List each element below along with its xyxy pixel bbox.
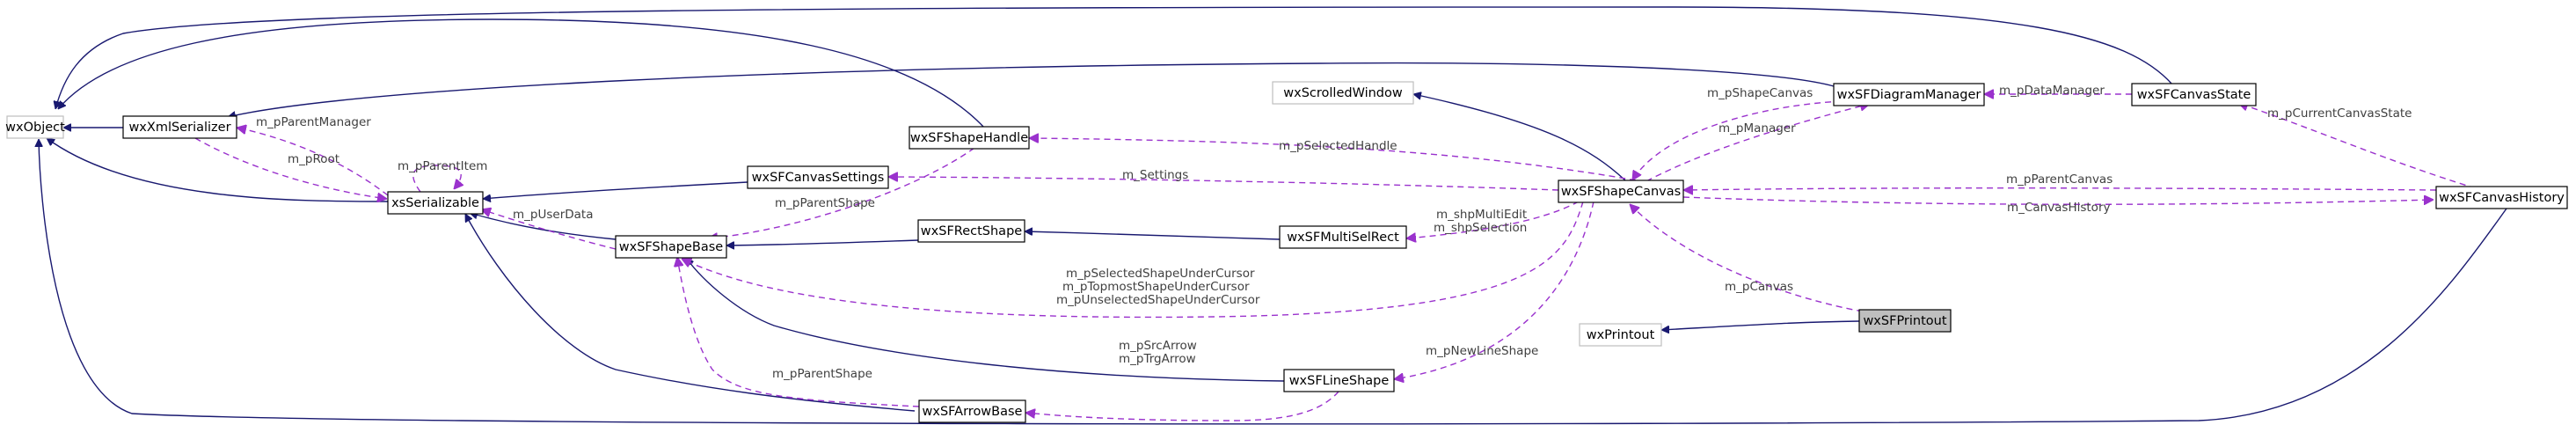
- node-label: wxScrolledWindow: [1283, 86, 1403, 100]
- label-pCanvas: m_pCanvas: [1725, 280, 1793, 294]
- usage-edges: [194, 94, 2477, 421]
- node-xsSerializable[interactable]: xsSerializable: [387, 191, 484, 215]
- edge-pShapeCanvas: [1632, 100, 1843, 180]
- node-label: wxSFCanvasHistory: [2439, 191, 2565, 205]
- label-underCursor1: m_pSelectedShapeUnderCursor: [1066, 267, 1255, 281]
- node-wxSFPrintout[interactable]: wxSFPrintout: [1858, 309, 1952, 333]
- node-label: wxSFCanvasState: [2137, 88, 2251, 102]
- node-label: wxSFArrowBase: [923, 405, 1023, 419]
- label-settings: m_Settings: [1122, 168, 1188, 182]
- node-wxSFShapeBase[interactable]: wxSFShapeBase: [615, 235, 727, 259]
- edge-pParentCanvas: [1683, 188, 2437, 190]
- node-label: wxSFMultiSelRect: [1287, 231, 1399, 245]
- node-wxSFShapeHandle[interactable]: wxSFShapeHandle: [909, 126, 1030, 150]
- label-pCurrentCanvasState: m_pCurrentCanvasState: [2267, 106, 2412, 121]
- node-label: wxSFShapeCanvas: [1561, 185, 1681, 199]
- node-wxSFRectShape[interactable]: wxSFRectShape: [917, 219, 1025, 243]
- node-wxSFLineShape[interactable]: wxSFLineShape: [1283, 369, 1395, 392]
- edge-wxSFMultiSelRect-to-wxSFRectShape: [1025, 231, 1281, 240]
- label-pSelectedHandle: m_pSelectedHandle: [1279, 139, 1397, 153]
- label-underCursor3: m_pUnselectedShapeUnderCursor: [1056, 293, 1260, 307]
- node-wxPrintout[interactable]: wxPrintout: [1579, 323, 1662, 347]
- node-label: wxSFCanvasSettings: [752, 171, 885, 185]
- label-pRoot: m_pRoot: [288, 152, 339, 166]
- edge-pParentItem: [412, 165, 461, 193]
- node-label: wxSFPrintout: [1863, 314, 1946, 328]
- node-wxSFCanvasState[interactable]: wxSFCanvasState: [2131, 83, 2257, 106]
- node-wxSFArrowBase[interactable]: wxSFArrowBase: [918, 399, 1026, 423]
- label-pParentItem: m_pParentItem: [398, 159, 487, 173]
- edge-pSelectedHandle: [1029, 138, 1637, 181]
- edge-wxSFPrintout-to-wxPrintout: [1661, 320, 1860, 330]
- node-label: wxSFShapeBase: [619, 240, 724, 254]
- label-pShapeCanvas: m_pShapeCanvas: [1707, 86, 1813, 100]
- edge-shpMultiEdit: [1406, 201, 1580, 238]
- label-pParentCanvas: m_pParentCanvas: [2006, 172, 2113, 187]
- label-pParentManager: m_pParentManager: [256, 115, 371, 129]
- label-canvasHistory: m_CanvasHistory: [2007, 201, 2110, 215]
- label-pNewLineShape: m_pNewLineShape: [1426, 344, 1538, 358]
- node-label: xsSerializable: [391, 196, 479, 210]
- node-wxXmlSerializer[interactable]: wxXmlSerializer: [122, 115, 237, 139]
- label-shpSelection: m_shpSelection: [1434, 221, 1527, 235]
- label-pDataManager: m_pDataManager: [1999, 84, 2105, 98]
- node-label: wxXmlSerializer: [128, 121, 230, 135]
- edge-wxSFCanvasState-to-wxObject: [55, 6, 2173, 109]
- label-underCursor2: m_pTopmostShapeUnderCursor: [1062, 280, 1250, 294]
- node-wxObject[interactable]: wxObject: [5, 115, 65, 139]
- edge-xsSerializable-to-wxObject: [47, 138, 389, 202]
- edge-wxSFRectShape-to-wxSFShapeBase: [726, 239, 919, 245]
- label-pParentShape-arrow: m_pParentShape: [772, 367, 872, 381]
- node-wxSFDiagramManager[interactable]: wxSFDiagramManager: [1833, 83, 1985, 106]
- edge-settings: [888, 177, 1559, 191]
- label-pManager: m_pManager: [1719, 121, 1796, 136]
- node-wxSFMultiSelRect[interactable]: wxSFMultiSelRect: [1279, 225, 1407, 249]
- edge-wxSFShapeBase-to-xsSerializable: [470, 213, 617, 240]
- nodes: wxObject wxXmlSerializer xsSerializable …: [5, 81, 2568, 423]
- edge-pCanvas: [1630, 204, 1864, 312]
- edge-pCurrentCanvasState: [2238, 103, 2477, 189]
- node-wxScrolledWindow[interactable]: wxScrolledWindow: [1272, 81, 1414, 105]
- edge-pParentShape-arrow: [677, 257, 920, 407]
- edge-pManager: [1646, 104, 1870, 182]
- inheritance-edges: [39, 6, 2507, 425]
- node-wxSFCanvasSettings[interactable]: wxSFCanvasSettings: [747, 165, 889, 189]
- edge-wxSFShapeCanvas-to-wxScrolledWindow: [1413, 94, 1626, 181]
- node-wxSFShapeCanvas[interactable]: wxSFShapeCanvas: [1558, 180, 1684, 203]
- node-label: wxSFLineShape: [1289, 374, 1390, 388]
- edge-canvasHistory: [1682, 197, 2434, 205]
- edge-pParentShape-handle: [708, 147, 975, 238]
- edge-srcTrgArrow: [1025, 391, 1339, 421]
- edge-pParentManager: [237, 128, 389, 196]
- node-label: wxSFDiagramManager: [1837, 88, 1981, 102]
- node-wxSFCanvasHistory[interactable]: wxSFCanvasHistory: [2435, 186, 2568, 209]
- node-label: wxSFShapeHandle: [910, 131, 1028, 145]
- node-label: wxPrintout: [1587, 328, 1655, 342]
- label-srcArrow: m_pSrcArrow: [1119, 339, 1197, 353]
- edge-pRoot: [194, 137, 387, 199]
- edge-wxSFShapeHandle-to-wxObject: [58, 18, 986, 129]
- label-trgArrow: m_pTrgArrow: [1119, 352, 1196, 366]
- edge-wxSFArrowBase-to-xsSerializable: [464, 214, 916, 412]
- edge-wxSFDiagramManager-to-wxXmlSerializer: [228, 62, 1835, 117]
- node-label: wxObject: [5, 121, 65, 135]
- node-label: wxSFRectShape: [921, 224, 1022, 238]
- edge-wxSFCanvasSettings-to-xsSerializable: [483, 181, 748, 199]
- edge-pNewLineShape: [1394, 201, 1594, 379]
- edge-underCursor: [682, 201, 1584, 319]
- label-pParentShape-handle: m_pParentShape: [775, 196, 875, 210]
- label-pUserData: m_pUserData: [513, 208, 593, 222]
- edge-wxSFLineShape-to-wxSFShapeBase: [686, 258, 1285, 382]
- edge-wxSFCanvasHistory-to-wxObject: [39, 139, 2507, 425]
- label-shpMultiEdit: m_shpMultiEdit: [1436, 208, 1527, 222]
- edge-labels: m_pParentManager m_pRoot m_pParentItem m…: [256, 84, 2412, 381]
